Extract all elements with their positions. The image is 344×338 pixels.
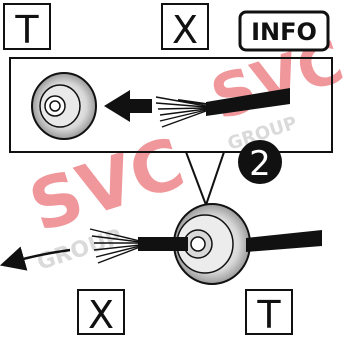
step-badge: 2: [238, 140, 282, 184]
upper-panel-frame: [9, 57, 333, 153]
upper-gland: [31, 72, 97, 140]
label-box-top-left: T: [3, 3, 51, 52]
upper-cable: [155, 88, 290, 128]
lower-cable: [89, 228, 322, 264]
label-top-left: T: [14, 8, 39, 52]
label-bottom-right: T: [256, 293, 281, 337]
label-box-bottom-right: T: [245, 289, 293, 337]
info-badge-text: INFO: [251, 18, 317, 46]
info-badge: INFO: [238, 10, 330, 52]
step-number: 2: [249, 144, 271, 184]
insert-arrow-icon: [104, 90, 152, 122]
lower-gland: [173, 203, 251, 285]
label-bottom-left: X: [88, 293, 114, 337]
label-box-top-middle: X: [161, 3, 209, 52]
label-top-middle: X: [172, 8, 198, 52]
label-box-bottom-left: X: [77, 289, 125, 337]
pull-arrow-icon: [0, 246, 71, 271]
